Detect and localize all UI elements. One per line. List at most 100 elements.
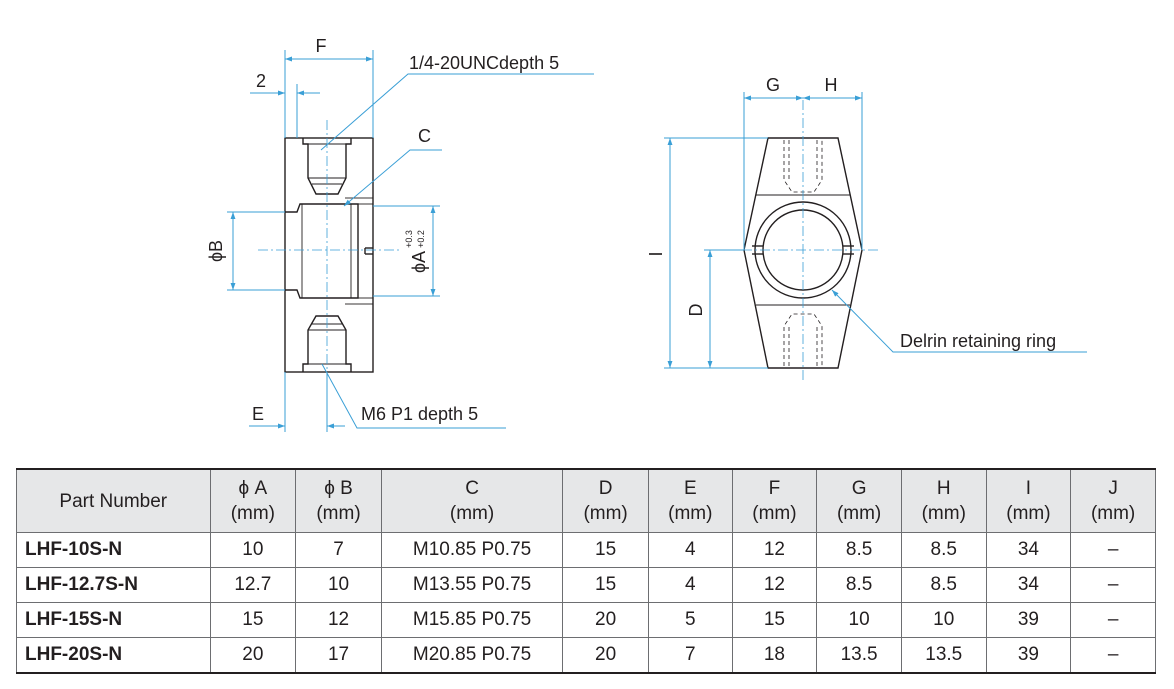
label-C: C [418,126,431,146]
table-cell: 4 [647,567,733,603]
table-cell: 12 [295,602,382,638]
column-header-unit: (mm) [836,503,882,524]
label-phiA: ϕA [409,251,429,273]
table-header-row: Part Number ϕ A (mm) ϕ B (mm) C (mm) D (mm) E (mm)… [16,468,1156,533]
table-cell: 39 [985,637,1072,674]
label-tol-minus: +0.2 [416,230,426,248]
column-header-unit: (mm) [316,503,361,524]
table-cell: 12 [731,532,818,568]
spec-table: Part Number ϕ A (mm) ϕ B (mm) C (mm) D (mm) E (mm)… [16,468,1156,674]
column-header-title: F [768,478,781,499]
table-cell: 17 [295,637,382,674]
table-cell: 7 [647,637,733,674]
side-body-outline [284,137,374,373]
table-cell: – [1070,532,1156,568]
column-header: E (mm) [647,468,733,533]
column-header-unit: (mm) [583,503,628,524]
front-view: G H I D Delrin retaining ring [646,75,1087,380]
column-header-title: C [465,478,479,499]
column-header-title: Part Number [59,490,168,512]
column-header: D (mm) [562,468,649,533]
table-cell: 12.7 [209,567,297,603]
table-cell: – [1070,637,1156,674]
table-cell: 7 [295,532,382,568]
side-view: F 2 1/4-20UNCdepth 5 C ϕB ϕA +0.3 +0.2 E… [206,36,594,432]
label-two: 2 [256,71,266,91]
label-phiB: ϕB [206,240,226,262]
table-cell: M20.85 P0.75 [380,637,564,674]
column-header: ϕ A (mm) [209,468,297,533]
label-E: E [252,404,264,424]
table-cell: 15 [562,532,649,568]
label-D: D [686,304,706,317]
label-thread-bottom: M6 P1 depth 5 [361,404,478,424]
column-header-title: ϕ A [238,478,268,499]
table-cell: 34 [985,567,1072,603]
table-cell: 4 [647,532,733,568]
column-header-title: D [598,478,613,499]
table-cell: 20 [562,602,649,638]
column-header: H (mm) [900,468,987,533]
column-header-title: H [936,478,951,499]
table-cell: 34 [985,532,1072,568]
column-header-unit: (mm) [230,503,275,524]
table-cell: 10 [816,602,902,638]
column-header-unit: (mm) [1090,503,1136,524]
label-H: H [825,75,838,95]
table-cell: 15 [209,602,297,638]
table-cell: 18 [731,637,818,674]
technical-drawing: F 2 1/4-20UNCdepth 5 C ϕB ϕA +0.3 +0.2 E… [206,36,1087,432]
table-cell: 15 [562,567,649,603]
part-number-cell: LHF-12.7S-N [16,567,211,603]
column-header: C (mm) [380,468,564,533]
label-F: F [316,36,327,56]
label-tol-plus: +0.3 [404,230,414,248]
column-header-title: G [851,478,867,499]
table-cell: 20 [562,637,649,674]
table-cell: 8.5 [900,532,987,568]
table-cell: – [1070,567,1156,603]
part-number-cell: LHF-15S-N [16,602,211,638]
table-cell: 12 [731,567,818,603]
column-header: G (mm) [816,468,902,533]
column-header-unit: (mm) [752,503,797,524]
column-header-title: E [683,478,697,499]
column-header-unit: (mm) [921,503,966,524]
table-cell: M10.85 P0.75 [380,532,564,568]
column-header-unit: (mm) [668,503,713,524]
label-thread-top: 1/4-20UNCdepth 5 [409,53,559,73]
table-cell: 8.5 [816,532,902,568]
table-cell: 13.5 [816,637,902,674]
column-header: I(mm) [985,468,1072,533]
table-cell: 10 [900,602,987,638]
table-cell: 10 [295,567,382,603]
label-ring: Delrin retaining ring [900,331,1056,351]
label-I: I [646,251,666,256]
column-header: ϕ B (mm) [295,468,382,533]
table-cell: M15.85 P0.75 [380,602,564,638]
table-cell: 5 [647,602,733,638]
table-cell: 10 [209,532,297,568]
table-cell: – [1070,602,1156,638]
table-cell: 8.5 [900,567,987,603]
column-header: Part Number [16,468,211,533]
column-header: J (mm) [1070,468,1156,533]
label-G: G [766,75,780,95]
column-header-title: ϕ B [324,478,353,499]
side-bore [285,203,359,299]
table-cell: 39 [985,602,1072,638]
table-cell: 15 [731,602,818,638]
part-number-cell: LHF-10S-N [16,532,211,568]
column-header-unit: (mm) [449,503,495,524]
part-number-cell: LHF-20S-N [16,637,211,674]
column-header: F (mm) [731,468,818,533]
column-header-title: J [1108,478,1118,499]
table-cell: 8.5 [816,567,902,603]
table-cell: 20 [209,637,297,674]
table-cell: M13.55 P0.75 [380,567,564,603]
